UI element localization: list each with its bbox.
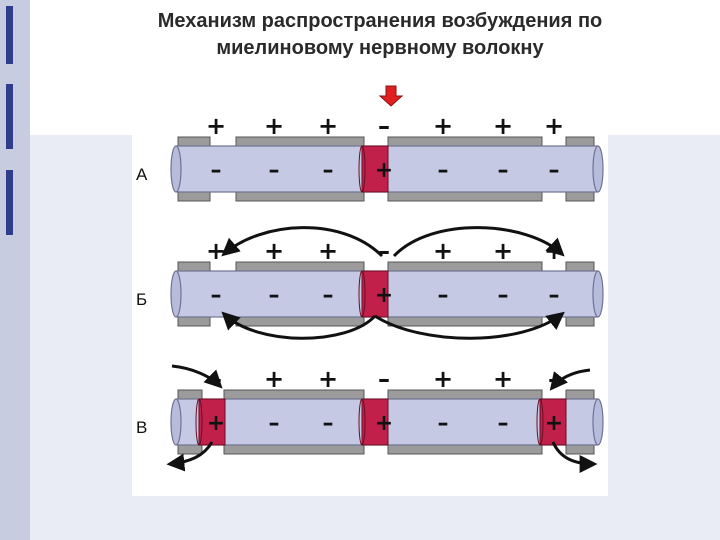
- myelin-top-1: [224, 390, 364, 399]
- axon-right-end: [593, 271, 603, 317]
- myelin-top-1: [236, 262, 364, 271]
- outer-charge-sign: –: [378, 365, 390, 393]
- inner-charge-sign: –: [323, 283, 334, 308]
- outer-charge-sign: +: [206, 112, 226, 140]
- fiber-row-2: Б + + + – + + + – – – + – – –: [136, 237, 603, 326]
- myelin-bottom-1: [236, 192, 364, 201]
- inner-charge-sign: –: [269, 411, 280, 436]
- myelin-top-3: [566, 137, 594, 146]
- outer-charge-sign: +: [264, 112, 284, 140]
- outer-charge-sign: +: [264, 365, 284, 393]
- myelin-top-2: [388, 137, 542, 146]
- inner-charge-sign: –: [549, 158, 560, 183]
- stimulus-arrow-icon: [380, 86, 402, 106]
- row-label: А: [136, 165, 148, 184]
- myelin-top-3: [566, 390, 594, 399]
- myelin-bottom-3: [566, 192, 594, 201]
- outer-charge-sign: +: [544, 237, 564, 265]
- inner-charge-sign: –: [438, 411, 449, 436]
- myelin-bottom-3: [566, 445, 594, 454]
- outer-charge-sign: +: [318, 237, 338, 265]
- outer-charge-sign: +: [493, 365, 513, 393]
- outer-charge-sign: +: [318, 112, 338, 140]
- myelin-top-0: [178, 390, 202, 399]
- myelin-bottom-0: [178, 445, 202, 454]
- outer-charge-sign: +: [493, 112, 513, 140]
- myelin-bottom-1: [224, 445, 364, 454]
- inner-charge-sign: –: [438, 158, 449, 183]
- myelin-bottom-1: [236, 317, 364, 326]
- side-bar-middle: [6, 84, 13, 149]
- inner-charge-sign: –: [269, 283, 280, 308]
- axon-left-end: [171, 146, 181, 192]
- title-line-1: Механизм распространения возбуждения по: [100, 8, 660, 35]
- outer-charge-sign: +: [264, 237, 284, 265]
- fiber-row-3: В–++–++–+––+––+: [136, 365, 603, 454]
- inner-charge-sign: –: [438, 283, 449, 308]
- myelin-top-2: [388, 262, 542, 271]
- side-bar-bottom: [6, 170, 13, 235]
- inner-charge-sign: –: [498, 411, 509, 436]
- myelin-bottom-3: [566, 317, 594, 326]
- row-label: В: [136, 418, 147, 437]
- title-line-2: миелиновому нервному волокну: [100, 35, 660, 62]
- inner-charge-sign: +: [375, 411, 393, 436]
- myelin-bottom-2: [388, 445, 542, 454]
- outer-charge-sign: +: [433, 237, 453, 265]
- inner-charge-sign: –: [498, 283, 509, 308]
- inner-charge-sign: –: [211, 283, 222, 308]
- current-arrow-outer-left: [224, 228, 382, 256]
- myelin-bottom-0: [178, 317, 210, 326]
- myelin-bottom-2: [388, 317, 542, 326]
- myelin-top-1: [236, 137, 364, 146]
- outer-charge-sign: +: [206, 237, 226, 265]
- myelin-bottom-0: [178, 192, 210, 201]
- side-bar-top: [6, 6, 13, 64]
- row-label: Б: [136, 290, 147, 309]
- outer-charge-sign: +: [544, 112, 564, 140]
- inner-charge-sign: –: [323, 158, 334, 183]
- outer-charge-sign: +: [433, 112, 453, 140]
- outer-charge-sign: +: [493, 237, 513, 265]
- axon-left-end: [171, 271, 181, 317]
- diagram-panel: А + + + – + + + – – – + – – – Б + + + – + + + – – – + – – – В – + + – + + – + –…: [132, 76, 608, 496]
- outer-charge-sign: +: [318, 365, 338, 393]
- inner-charge-sign: +: [207, 411, 225, 436]
- axon-left-end: [171, 399, 181, 445]
- axon-right-end: [593, 146, 603, 192]
- slide-title: Механизм распространения возбуждения по …: [100, 8, 660, 62]
- inner-charge-sign: –: [211, 158, 222, 183]
- inner-charge-sign: –: [323, 411, 334, 436]
- inner-charge-sign: –: [498, 158, 509, 183]
- myelin-top-3: [566, 262, 594, 271]
- fiber-row-1: А + + + – + + + – – – + – – –: [136, 112, 603, 201]
- outer-charge-sign: –: [548, 365, 560, 393]
- myelin-top-2: [388, 390, 542, 399]
- outer-charge-sign: –: [378, 237, 390, 265]
- outer-charge-sign: +: [433, 365, 453, 393]
- inner-charge-sign: +: [375, 283, 393, 308]
- inner-charge-sign: –: [549, 283, 560, 308]
- inner-charge-sign: +: [375, 158, 393, 183]
- inner-charge-sign: +: [545, 411, 563, 436]
- axon-right-end: [593, 399, 603, 445]
- current-arrow-outer-right: [394, 228, 562, 256]
- inner-charge-sign: –: [269, 158, 280, 183]
- nerve-fiber-diagram: А + + + – + + + – – – + – – – Б + + + – + + + – – – + – – – В – + + – + + – + –…: [132, 76, 608, 496]
- outer-charge-sign: –: [378, 112, 390, 140]
- side-strip: [0, 0, 30, 540]
- myelin-bottom-2: [388, 192, 542, 201]
